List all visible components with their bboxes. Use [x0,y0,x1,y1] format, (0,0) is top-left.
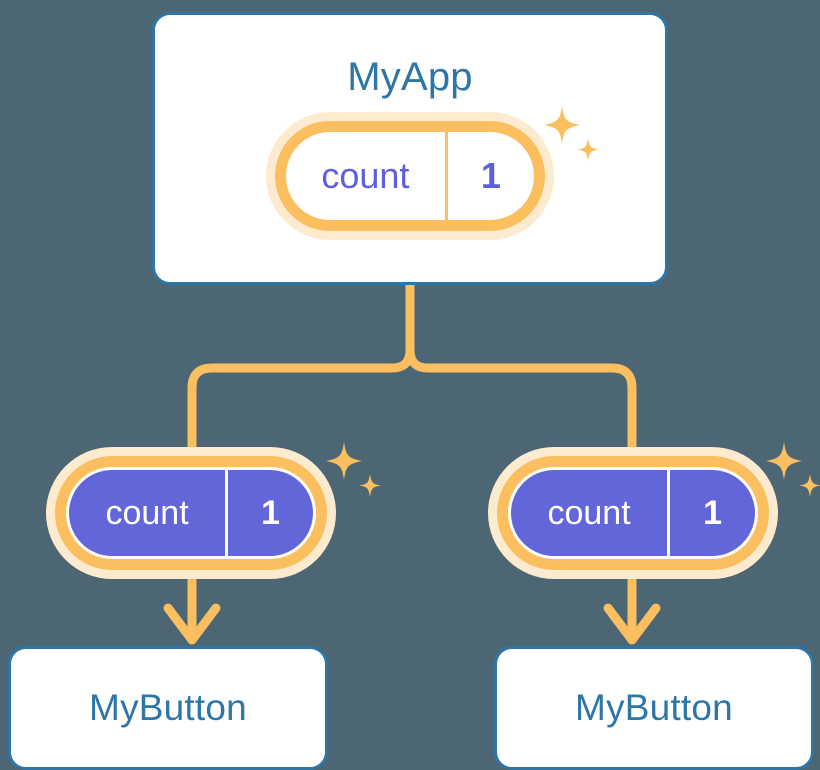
page-title: MyApp [347,55,473,99]
state-pill-child-left[interactable]: count 1 [46,447,336,579]
state-value: 1 [225,470,313,556]
state-pill-body: count 1 [508,467,758,559]
state-pill-body: count 1 [286,132,534,220]
arrow-down-left-icon [163,575,221,645]
state-key: count [547,493,631,532]
component-card-mybutton-left[interactable]: MyButton [8,646,328,770]
state-pill-root[interactable]: count 1 [266,112,554,240]
mybutton-label: MyButton [575,687,733,728]
component-card-mybutton-right[interactable]: MyButton [494,646,814,770]
state-value: 1 [667,470,755,556]
state-pill-ring: count 1 [275,121,545,231]
state-key: count [105,493,189,532]
state-pill-ring: count 1 [55,456,327,570]
state-key: count [321,155,410,196]
state-value: 1 [444,132,534,220]
state-pill-body: count 1 [66,467,316,559]
arrow-down-right-icon [603,575,661,645]
state-pill-ring: count 1 [497,456,769,570]
connector-trunk-and-branch [187,280,637,460]
state-pill-child-right[interactable]: count 1 [488,447,778,579]
mybutton-label: MyButton [89,687,247,728]
